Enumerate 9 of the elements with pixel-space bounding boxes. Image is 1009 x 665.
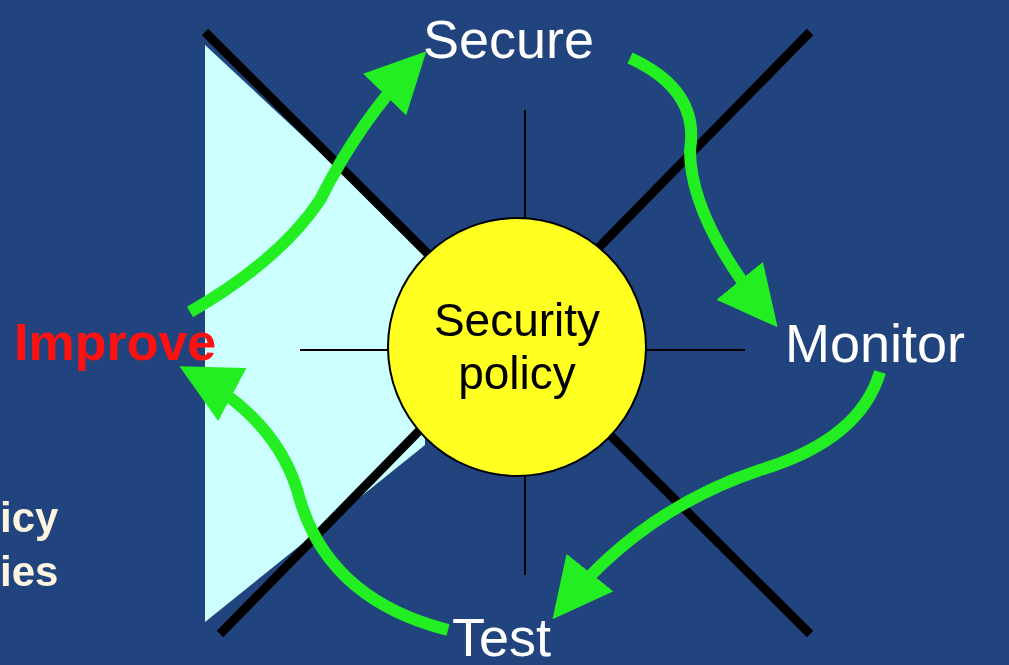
cycle-arrow bbox=[179, 366, 450, 636]
stage-label: Secure bbox=[423, 12, 595, 66]
policy-circle: Security policy bbox=[387, 217, 647, 477]
stage-label: Test bbox=[452, 610, 552, 664]
cut-off-text: ies bbox=[0, 551, 59, 593]
cut-off-text: icy bbox=[0, 497, 59, 539]
stage-label: Monitor bbox=[785, 316, 966, 370]
cycle-arrow bbox=[627, 52, 778, 328]
cycle-arrow bbox=[552, 370, 886, 620]
